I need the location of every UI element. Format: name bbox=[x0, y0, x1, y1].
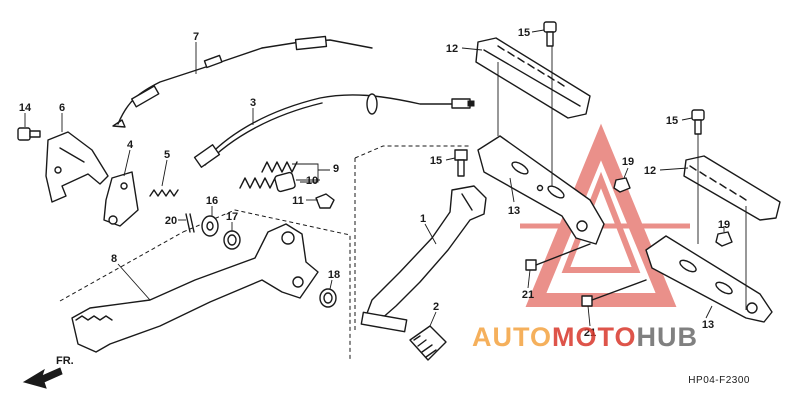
watermark-logo bbox=[520, 123, 690, 307]
callout-13-upper: 13 bbox=[508, 205, 520, 217]
part-21-bolt-lower bbox=[581, 279, 647, 307]
watermark-text: AUTOMOTOHUB bbox=[472, 322, 698, 352]
callout-18-upper: 17 bbox=[226, 211, 238, 223]
watermark-part-2: MOTO bbox=[552, 322, 637, 352]
svg-text:AUTOMOTOHUB: AUTOMOTOHUB bbox=[472, 322, 698, 352]
part-7-cable bbox=[112, 35, 373, 128]
callout-2: 2 bbox=[433, 301, 439, 313]
part-9-springs bbox=[239, 161, 298, 189]
part-20-pin bbox=[185, 213, 195, 233]
callout-11: 11 bbox=[292, 195, 304, 207]
callout-20: 20 bbox=[165, 215, 177, 227]
part-10-collar bbox=[274, 171, 296, 193]
part-4-arm bbox=[103, 171, 139, 227]
part-13-bracket-lower bbox=[645, 235, 773, 323]
part-18-seal-lower bbox=[319, 288, 337, 308]
part-15-bolt-lower bbox=[691, 109, 705, 135]
part-12-footpeg-upper bbox=[475, 37, 591, 119]
part-21-bolt-upper bbox=[525, 243, 591, 271]
part-2-rubber bbox=[409, 325, 447, 361]
callout-21-upper: 21 bbox=[522, 289, 534, 301]
callout-12-upper: 12 bbox=[446, 43, 458, 55]
callout-1: 1 bbox=[420, 213, 426, 225]
callout-15-lower: 15 bbox=[666, 115, 678, 127]
leader-lines bbox=[24, 29, 747, 327]
part-5-spring bbox=[149, 189, 179, 197]
callout-19-upper: 19 bbox=[622, 156, 634, 168]
callout-3: 3 bbox=[250, 97, 256, 109]
part-1-shift-pedal bbox=[360, 185, 487, 333]
callout-15-upper: 15 bbox=[518, 27, 530, 39]
callout-4: 4 bbox=[127, 139, 134, 151]
part-13-bracket-upper bbox=[477, 135, 605, 245]
callout-18-lower: 18 bbox=[328, 269, 340, 281]
part-8-brake-pedal bbox=[71, 223, 319, 353]
part-14-bolt bbox=[17, 127, 41, 141]
callout-5: 5 bbox=[164, 149, 170, 161]
part-15-bolt-upper bbox=[543, 21, 557, 47]
front-indicator: FR. bbox=[22, 355, 74, 389]
watermark-part-1: AUTO bbox=[472, 322, 552, 352]
callout-17: 16 bbox=[206, 195, 218, 207]
callout-7: 7 bbox=[193, 31, 199, 43]
part-19-nut-lower bbox=[715, 231, 733, 247]
callout-13-lower: 13 bbox=[702, 319, 714, 331]
part-19-nut-upper bbox=[613, 177, 631, 193]
callout-8: 8 bbox=[111, 253, 117, 265]
part-6-bracket bbox=[45, 131, 109, 203]
callout-12-lower: 12 bbox=[644, 165, 656, 177]
callout-14: 14 bbox=[19, 102, 32, 114]
callout-6: 6 bbox=[59, 102, 65, 114]
drawing-code: HP04-F2300 bbox=[688, 375, 750, 386]
callout-9: 9 bbox=[333, 163, 339, 175]
part-18-seal-upper bbox=[223, 230, 241, 250]
front-indicator-label: FR. bbox=[56, 355, 74, 367]
callout-16: 15 bbox=[430, 155, 442, 167]
callout-21-lower: 21 bbox=[584, 327, 596, 339]
part-17-washer bbox=[201, 215, 219, 237]
callout-19-lower: 19 bbox=[718, 219, 730, 231]
part-11-nut bbox=[315, 193, 335, 209]
watermark-part-3: HUB bbox=[637, 322, 699, 352]
part-3-cable bbox=[193, 93, 475, 168]
part-12-footpeg-lower bbox=[683, 155, 781, 221]
callout-10: 10 bbox=[306, 175, 318, 187]
callout-numbers: 7 3 14 6 4 5 16 17 20 8 9 10 11 18 1 2 1… bbox=[19, 27, 730, 339]
part-16-bolt bbox=[454, 149, 468, 177]
